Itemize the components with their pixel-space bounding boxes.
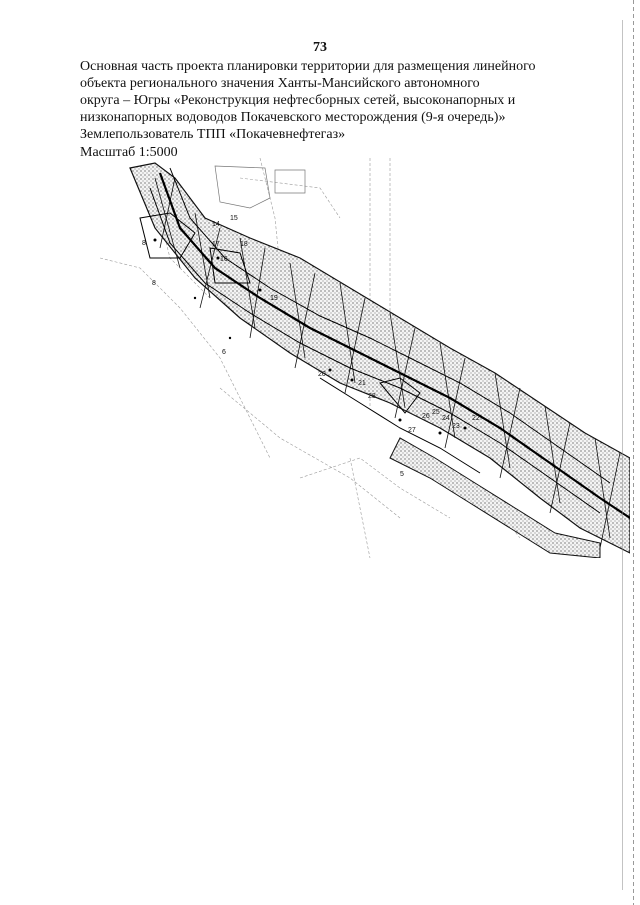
point-label: 15 [230, 215, 238, 222]
page-number: 73 [313, 40, 327, 55]
point-label: 6 [222, 349, 226, 356]
point-labels: 8 8 14 15 16 17 18 19 20 21 22 23 24 25 … [142, 215, 480, 478]
scan-edge-line [633, 0, 634, 905]
heading-line-2: объекта регионального значения Ханты-Ман… [80, 76, 480, 91]
corridor-band [129, 162, 630, 554]
junction-area [139, 212, 421, 414]
point-label: 21 [358, 380, 366, 387]
map-scale: Масштаб 1:5000 [80, 145, 178, 160]
heading-line-3: округа – Югры «Реконструкция нефтесборны… [80, 93, 516, 108]
point-label: 22 [472, 415, 480, 422]
point-label: 19 [270, 295, 278, 302]
survey-markers [153, 238, 467, 435]
point-label: 25 [432, 409, 440, 416]
point-label: 23 [452, 423, 460, 430]
point-label: 8 [142, 240, 146, 247]
document-heading: Основная часть проекта планировки террит… [80, 58, 550, 143]
lower-corridor-band [389, 437, 601, 558]
point-label: 27 [408, 427, 416, 434]
pipeline-lines [158, 172, 630, 519]
point-label: 5 [400, 471, 404, 478]
scan-border-line [622, 20, 623, 890]
point-label: 26 [422, 413, 430, 420]
point-label: 18 [240, 241, 248, 248]
pipeline-lines-thin [149, 167, 611, 514]
point-label: 8 [152, 280, 156, 287]
point-label: 28 [368, 393, 376, 400]
planning-map: 8 8 14 15 16 17 18 19 20 21 22 23 24 25 … [100, 158, 630, 558]
point-label: 16 [220, 256, 228, 263]
point-label: 24 [442, 415, 450, 422]
heading-line-4: низконапорных водоводов Покачевского мес… [80, 110, 506, 125]
heading-line-5: Землепользователь ТПП «Покачевнефтегаз» [80, 127, 346, 142]
point-label: 20 [318, 371, 326, 378]
heading-line-1: Основная часть проекта планировки террит… [80, 59, 536, 74]
point-label: 17 [212, 241, 220, 248]
point-label: 14 [212, 221, 220, 228]
